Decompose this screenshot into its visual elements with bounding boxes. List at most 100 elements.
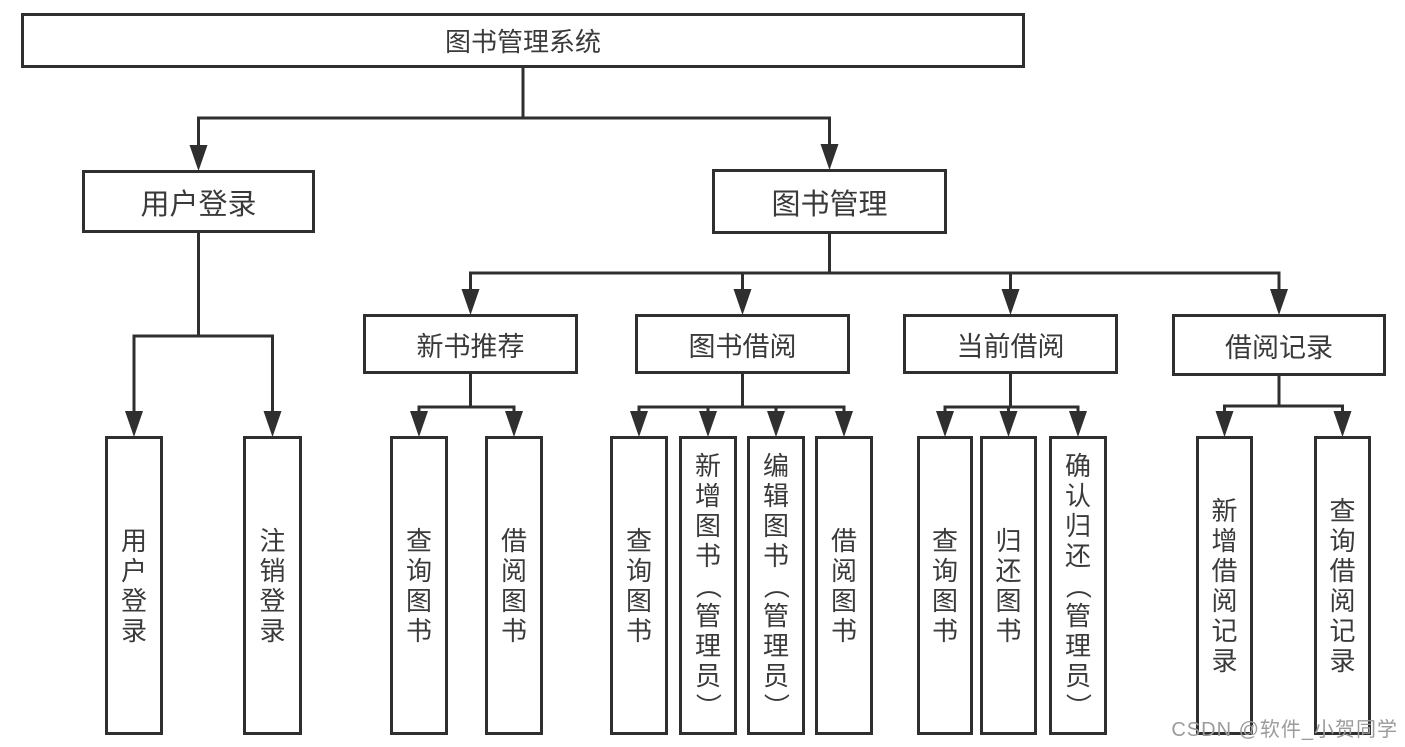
node-label: 借阅记录 <box>1225 332 1333 363</box>
node-label-char: 查 <box>405 525 432 556</box>
node-label-char: 还 <box>995 555 1022 586</box>
node-label-char: ） <box>1063 692 1093 719</box>
node-label-char: 书 <box>694 540 721 571</box>
node-label-char: 管 <box>1064 600 1091 631</box>
node-label-char: 记 <box>1329 615 1356 646</box>
node-label-char: 图 <box>995 585 1022 616</box>
node-label-char: ） <box>761 692 791 719</box>
node-label-char: 登 <box>120 585 147 616</box>
node-return-books: 归还图书 <box>980 436 1037 735</box>
node-label-char: 管 <box>762 600 789 631</box>
node-user-login-leaf: 用户登录 <box>105 436 163 735</box>
node-label-char: 管 <box>694 600 721 631</box>
node-label-char: 登 <box>259 585 286 616</box>
node-label-char: 确 <box>1064 450 1091 481</box>
node-label: 图书管理系统 <box>444 27 601 57</box>
node-label-char: 编 <box>762 450 789 481</box>
node-label-char: 增 <box>1211 525 1238 556</box>
node-label-char: 图 <box>931 585 958 616</box>
node-label-char: 书 <box>830 615 857 646</box>
node-borrow-books-leaf: 借阅图书 <box>815 436 873 735</box>
node-label-char: 新 <box>694 450 721 481</box>
node-system: 图书管理系统 <box>21 13 1025 68</box>
node-label-char: 图 <box>830 585 857 616</box>
node-add-books-admin: 新增图书（管理员） <box>679 436 737 735</box>
node-label-char: 员 <box>1064 660 1091 691</box>
node-label-char: 书 <box>995 615 1022 646</box>
node-label: 新书推荐 <box>416 331 525 362</box>
node-label-char: 记 <box>1211 615 1238 646</box>
node-label-char: 图 <box>500 585 527 616</box>
node-label-char: 借 <box>1329 555 1356 586</box>
node-label-char: 书 <box>405 615 432 646</box>
node-book-management: 图书管理 <box>712 169 947 234</box>
node-label-char: 用 <box>120 525 147 556</box>
node-add-borrow-record: 新增借阅记录 <box>1196 436 1253 735</box>
node-label-char: 查 <box>1329 495 1356 526</box>
node-label-char: 员 <box>694 660 721 691</box>
node-label-char: 借 <box>830 525 857 556</box>
node-label-char: 询 <box>1329 525 1356 556</box>
node-label-char: 询 <box>625 555 652 586</box>
node-label-char: 认 <box>1064 480 1091 511</box>
node-label-char: 阅 <box>500 555 527 586</box>
node-label-char: 新 <box>1211 495 1238 526</box>
node-label-char: （ <box>761 572 791 599</box>
node-label-char: 图 <box>762 510 789 541</box>
node-label-char: ） <box>693 692 723 719</box>
node-current-borrowing: 当前借阅 <box>903 314 1118 374</box>
node-label-char: 理 <box>694 630 721 661</box>
node-label: 用户登录 <box>140 188 257 221</box>
node-label-char: 户 <box>120 555 147 586</box>
node-label-char: 书 <box>931 615 958 646</box>
node-new-book-recommendation: 新书推荐 <box>363 314 578 374</box>
node-logout-leaf: 注销登录 <box>243 436 302 735</box>
node-label-char: （ <box>1063 572 1093 599</box>
node-label-char: 辑 <box>762 480 789 511</box>
node-label-char: 录 <box>120 615 147 646</box>
node-label-char: 阅 <box>830 555 857 586</box>
node-label-char: 注 <box>259 525 286 556</box>
node-label-char: 销 <box>259 555 286 586</box>
node-label-char: 录 <box>1329 645 1356 676</box>
node-label-char: （ <box>693 572 723 599</box>
node-label: 当前借阅 <box>956 331 1065 362</box>
node-user-login: 用户登录 <box>82 170 315 233</box>
node-query-books-recommend: 查询图书 <box>390 436 448 735</box>
node-label-char: 图 <box>625 585 652 616</box>
node-label-char: 图 <box>405 585 432 616</box>
node-label-char: 图 <box>694 510 721 541</box>
node-label-char: 员 <box>762 660 789 691</box>
node-label-char: 书 <box>762 540 789 571</box>
node-label-char: 还 <box>1064 540 1091 571</box>
node-label: 图书管理 <box>771 188 888 221</box>
node-label-char: 查 <box>931 525 958 556</box>
node-label-char: 询 <box>931 555 958 586</box>
node-borrowing-records: 借阅记录 <box>1172 314 1386 376</box>
node-label-char: 查 <box>625 525 652 556</box>
node-label-char: 借 <box>500 525 527 556</box>
watermark: CSDN @软件_小贺同学 <box>1171 719 1398 741</box>
node-edit-books-admin: 编辑图书（管理员） <box>747 436 805 735</box>
node-label-char: 借 <box>1211 555 1238 586</box>
node-book-borrowing: 图书借阅 <box>635 314 850 374</box>
node-borrow-books-recommend: 借阅图书 <box>485 436 543 735</box>
node-label-char: 询 <box>405 555 432 586</box>
node-label-char: 阅 <box>1211 585 1238 616</box>
node-query-borrow-record: 查询借阅记录 <box>1314 436 1371 735</box>
node-label-char: 归 <box>995 525 1022 556</box>
node-query-books-borrowing: 查询图书 <box>610 436 668 735</box>
node-label-char: 录 <box>1211 645 1238 676</box>
node-label-char: 增 <box>694 480 721 511</box>
node-label-char: 理 <box>1064 630 1091 661</box>
node-label-char: 归 <box>1064 510 1091 541</box>
node-label-char: 阅 <box>1329 585 1356 616</box>
node-confirm-return-admin: 确认归还（管理员） <box>1049 436 1107 735</box>
node-label-char: 理 <box>762 630 789 661</box>
node-label-char: 书 <box>500 615 527 646</box>
node-label-char: 录 <box>259 615 286 646</box>
node-label: 图书借阅 <box>688 331 797 362</box>
node-label-char: 书 <box>625 615 652 646</box>
